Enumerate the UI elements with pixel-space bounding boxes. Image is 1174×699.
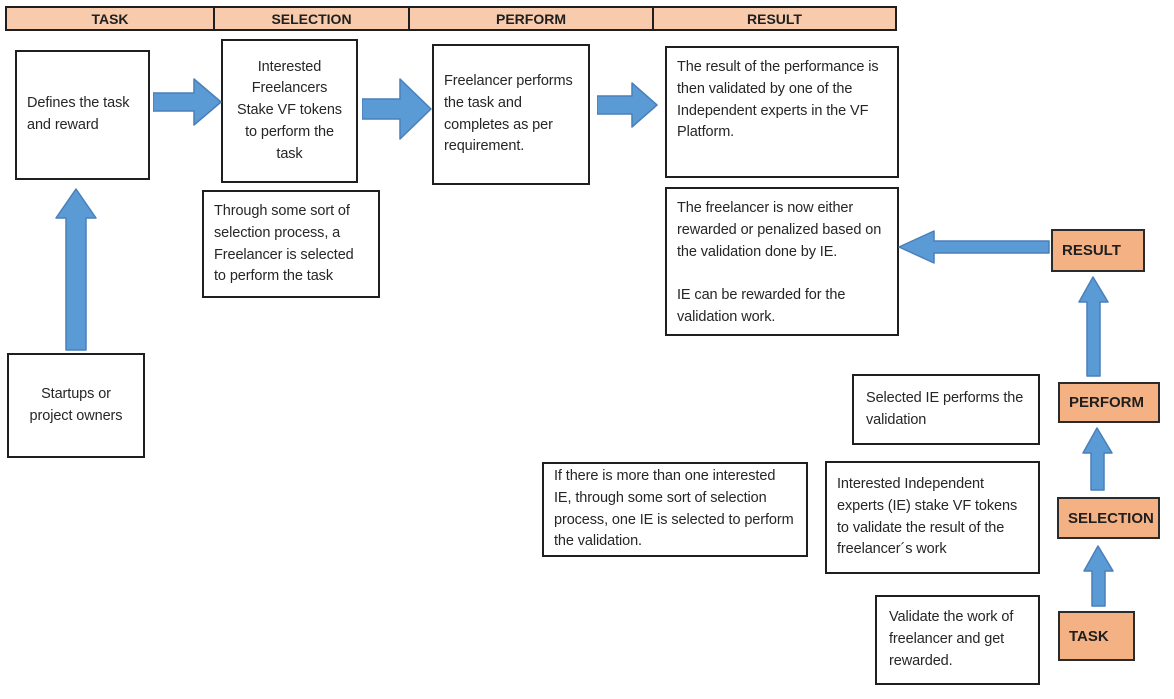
box-through-selection: Through some sort of selection process, … <box>202 190 380 298</box>
header-cell-task: TASK <box>5 6 215 31</box>
header-cell-perform: PERFORM <box>408 6 654 31</box>
flow-arrow-perform-to-result-icon <box>1078 276 1109 377</box>
flow-arrow-task-to-selection-icon <box>1083 545 1114 607</box>
box-freelancer-performs: Freelancer performs the task and complet… <box>432 44 590 185</box>
flow-arrow-selection-to-perform-icon <box>1082 427 1113 491</box>
flow-arrow-interested-to-performs-icon <box>362 78 432 140</box>
flow-arrow-performs-to-result-icon <box>597 82 658 128</box>
box-interested-ie: Interested Independent experts (IE) stak… <box>825 461 1040 574</box>
box-validate-work: Validate the work of freelancer and get … <box>875 595 1040 685</box>
step-label-perform: PERFORM <box>1058 382 1160 423</box>
box-interested-freelancers: Interested Freelancers Stake VF tokens t… <box>221 39 358 183</box>
step-label-selection: SELECTION <box>1057 497 1160 539</box>
header-cell-result: RESULT <box>652 6 897 31</box>
box-if-more-ie: If there is more than one interested IE,… <box>542 462 808 557</box>
box-result-validated: The result of the performance is then va… <box>665 46 899 178</box>
box-freelancer-rewarded: The freelancer is now either rewarded or… <box>665 187 899 336</box>
header-cell-selection: SELECTION <box>213 6 410 31</box>
step-label-result: RESULT <box>1051 229 1145 272</box>
step-label-task: TASK <box>1058 611 1135 661</box>
box-startups: Startups or project owners <box>7 353 145 458</box>
flow-arrow-defines-to-interested-icon <box>153 78 222 126</box>
flow-arrow-startups-to-defines-icon <box>55 188 97 351</box>
process-header-row: TASK SELECTION PERFORM RESULT <box>5 6 897 31</box>
box-selected-ie: Selected IE performs the validation <box>852 374 1040 445</box>
flow-arrow-result-to-rewarded-icon <box>898 230 1050 264</box>
box-defines-task: Defines the task and reward <box>15 50 150 180</box>
